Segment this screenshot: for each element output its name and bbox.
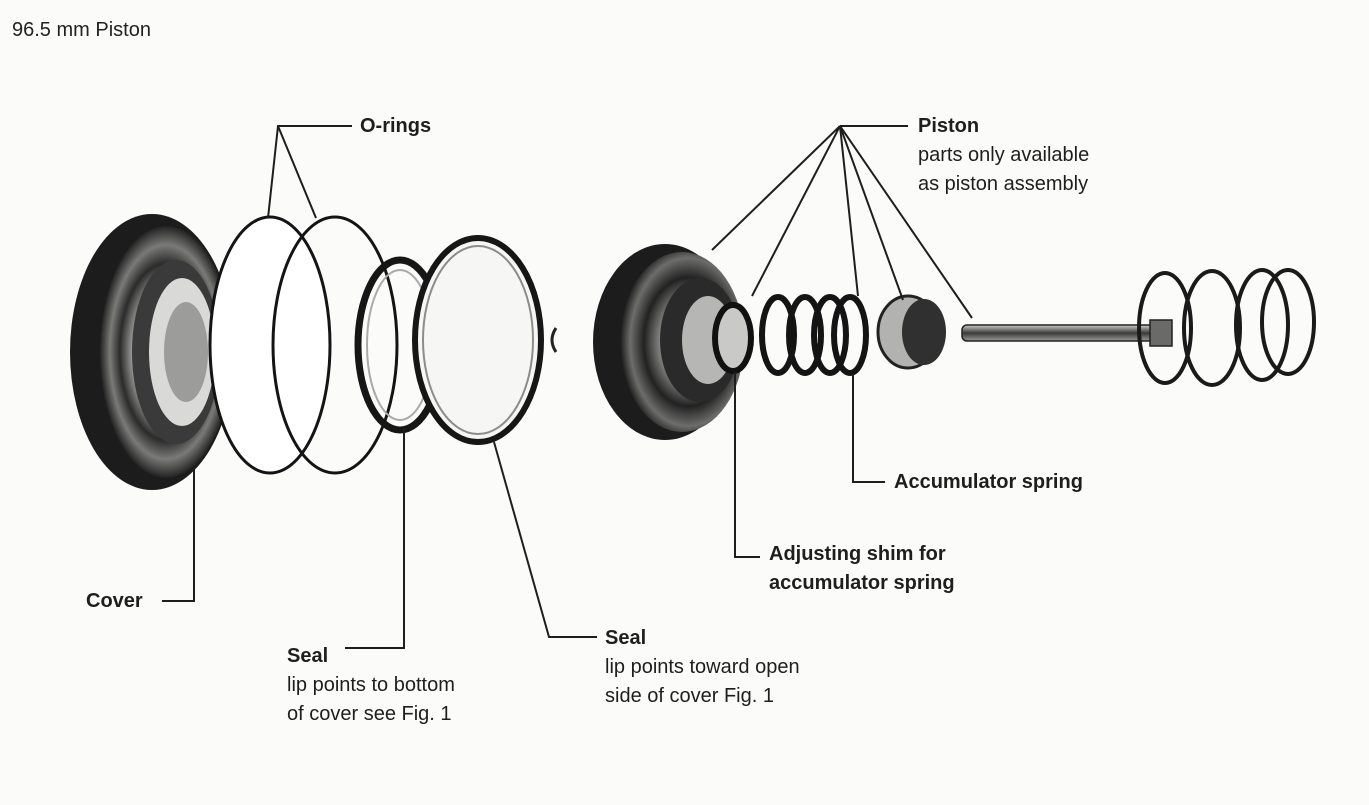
piston-part bbox=[593, 244, 744, 440]
piston-label: Piston parts only available as piston as… bbox=[918, 112, 1089, 199]
adjusting-shim-line-1: Adjusting shim for bbox=[769, 543, 946, 565]
piston-leader-lines bbox=[711, 125, 973, 319]
cover-leader-line bbox=[162, 468, 195, 602]
seal-bottom-label: Seal lip points to bottom of cover see F… bbox=[287, 642, 455, 729]
o-ring-2 bbox=[271, 215, 399, 475]
spring-retainer-part bbox=[876, 294, 946, 370]
snap-ring-part bbox=[550, 327, 558, 353]
o-rings-leader-lines bbox=[267, 125, 352, 219]
accumulator-spring-part bbox=[759, 294, 869, 376]
adjusting-shim-part bbox=[712, 302, 754, 374]
seal-outer-part bbox=[412, 235, 544, 445]
cover-label: Cover bbox=[86, 587, 143, 616]
seal-bottom-title: Seal bbox=[287, 645, 329, 667]
adjusting-shim-leader-line bbox=[734, 372, 760, 558]
rod-spring-part bbox=[1137, 268, 1316, 387]
seal-bottom-note-line-1: lip points to bottom bbox=[287, 674, 455, 696]
accumulator-spring-leader-line bbox=[852, 374, 885, 483]
seal-bottom-leader-line bbox=[345, 428, 405, 649]
accumulator-spring-title: Accumulator spring bbox=[894, 471, 1083, 493]
seal-open-note-line-1: lip points toward open bbox=[605, 656, 800, 678]
accumulator-spring-label: Accumulator spring bbox=[894, 468, 1083, 497]
seal-bottom-note-line-2: of cover see Fig. 1 bbox=[287, 703, 452, 725]
o-rings-label: O-rings bbox=[360, 112, 431, 141]
cover-title: Cover bbox=[86, 590, 143, 612]
seal-open-label: Seal lip points toward open side of cove… bbox=[605, 624, 800, 711]
adjusting-shim-label: Adjusting shim for accumulator spring bbox=[769, 540, 955, 598]
piston-title: Piston bbox=[918, 115, 980, 137]
o-rings-title: O-rings bbox=[360, 115, 432, 137]
seal-open-title: Seal bbox=[605, 627, 647, 649]
page-title: 96.5 mm Piston bbox=[12, 19, 151, 41]
piston-rod-part bbox=[961, 319, 1173, 347]
seal-open-leader-line bbox=[493, 441, 597, 638]
o-ring-1 bbox=[208, 215, 332, 475]
piston-note-line-1: parts only available bbox=[918, 144, 1090, 166]
seal-open-note-line-2: side of cover Fig. 1 bbox=[605, 685, 774, 707]
cover-part bbox=[70, 214, 234, 490]
adjusting-shim-line-2: accumulator spring bbox=[769, 572, 955, 594]
piston-note-line-2: as piston assembly bbox=[918, 173, 1089, 195]
